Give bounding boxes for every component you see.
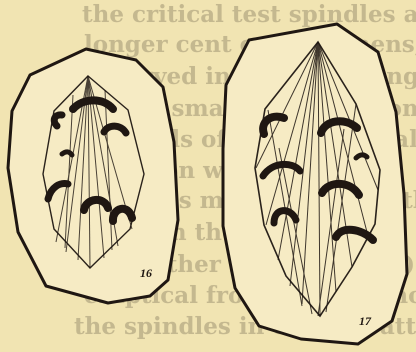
figure-16-label: 16: [140, 266, 152, 280]
figure-17: 17: [223, 24, 407, 344]
figure-17-label: 17: [359, 314, 372, 328]
figure-16: 16: [8, 49, 178, 303]
